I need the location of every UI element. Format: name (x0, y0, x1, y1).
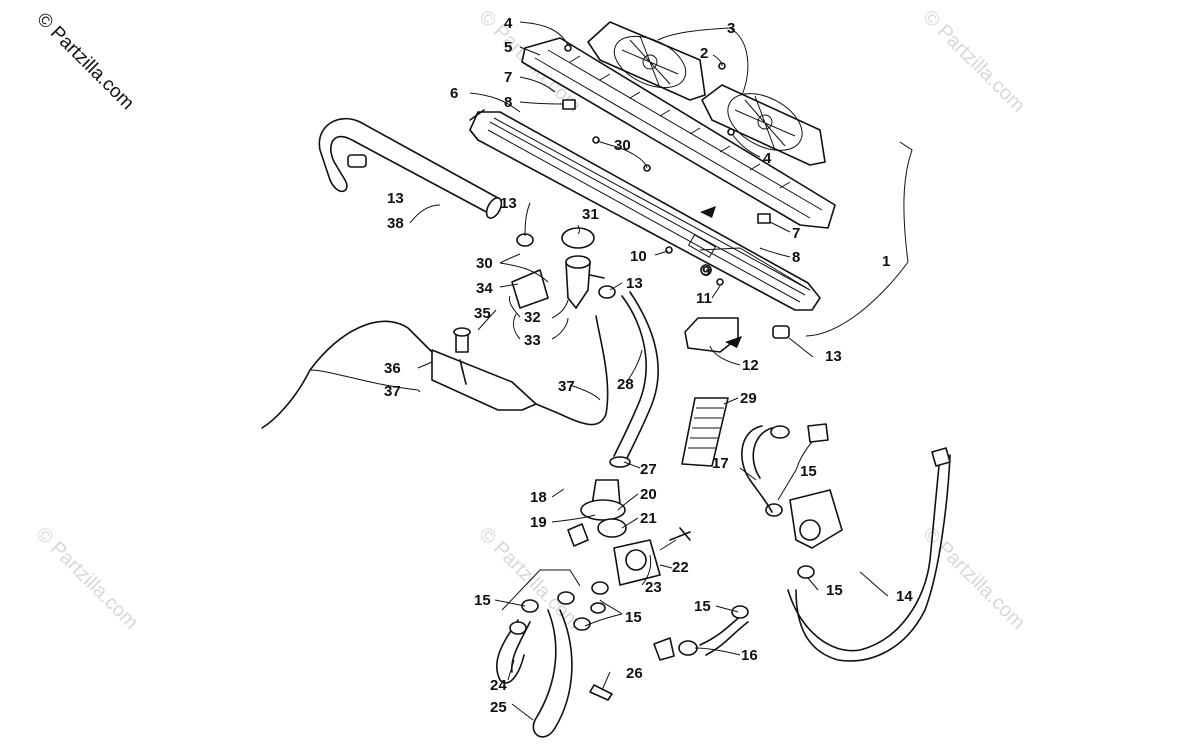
callout-7-right: 7 (792, 225, 800, 242)
overflow-tank (431, 327, 537, 411)
callout-21: 21 (640, 510, 657, 527)
callout-8-top: 8 (504, 94, 512, 111)
callout-15-a: 15 (800, 463, 817, 480)
coolant-hose-25 (532, 609, 573, 738)
clamp-c (609, 456, 631, 468)
watermark-bottom-center: © Partzilla.com (474, 523, 585, 634)
callout-28: 28 (617, 376, 634, 393)
callout-14: 14 (896, 588, 913, 605)
callout-34: 34 (476, 280, 493, 297)
mount-bracket (511, 269, 549, 309)
callout-13-a: 13 (387, 190, 404, 207)
callout-13-b: 13 (500, 195, 517, 212)
callout-15-c: 15 (694, 598, 711, 615)
callout-35: 35 (474, 305, 491, 322)
callout-10: 10 (630, 248, 647, 265)
radiator (469, 109, 821, 311)
callout-17: 17 (712, 455, 729, 472)
clamp-b (598, 285, 616, 299)
overflow-tube-b (535, 315, 609, 426)
callout-30-left: 30 (476, 255, 493, 272)
fan-shroud (521, 37, 836, 229)
brand-watermark: © Partzilla.com (32, 9, 137, 114)
corrugated-hose (681, 397, 729, 467)
callout-29: 29 (740, 390, 757, 407)
watermark-bottom-left: © Partzilla.com (31, 523, 142, 634)
callout-16: 16 (741, 647, 758, 664)
callout-11: 11 (696, 290, 712, 307)
callout-33: 33 (524, 332, 541, 349)
callout-19: 19 (530, 514, 547, 531)
callout-4-right: 4 (763, 150, 772, 167)
callout-37-right: 37 (558, 378, 575, 395)
watermark-top-right: © Partzilla.com (918, 6, 1029, 117)
upper-bypass-hose (318, 117, 499, 216)
leader-lines (309, 21, 913, 721)
pump-inlet-hose (741, 425, 773, 513)
thermostat-housing (567, 479, 691, 586)
callout-25: 25 (490, 699, 507, 716)
callout-15-d: 15 (474, 592, 491, 609)
callout-13-c: 13 (626, 275, 643, 292)
callout-31: 31 (582, 206, 599, 223)
callout-22: 22 (672, 559, 689, 576)
callout-32: 32 (524, 309, 541, 326)
cooling-fan-upper (587, 21, 706, 101)
callout-13-d: 13 (825, 348, 842, 365)
filler-neck (561, 227, 605, 309)
callout-15-b: 15 (826, 582, 843, 599)
callout-26: 26 (626, 665, 643, 682)
callout-7-top: 7 (504, 69, 512, 86)
callout-9: 9 (702, 263, 710, 280)
callout-8-right: 8 (792, 249, 800, 266)
overflow-tube-a (261, 320, 433, 429)
callout-24: 24 (490, 677, 507, 694)
callout-36: 36 (384, 360, 401, 377)
callout-labels: 1 2 3 4 4 5 6 7 7 8 8 9 10 11 12 13 13 1… (384, 15, 913, 716)
arrow-marker-upper (700, 206, 716, 218)
callout-27: 27 (640, 461, 657, 478)
water-pump (765, 489, 843, 579)
radiator-return-hose (787, 454, 951, 662)
callout-3: 3 (727, 20, 735, 37)
callout-23: 23 (645, 579, 662, 596)
callout-12: 12 (742, 357, 759, 374)
fasteners (347, 44, 790, 339)
callout-5: 5 (504, 39, 512, 56)
radiator-outlet-hose (613, 291, 659, 461)
hose-sleeve (589, 684, 613, 701)
part-drawings (261, 21, 951, 738)
callout-20: 20 (640, 486, 657, 503)
bracket (684, 317, 739, 353)
callout-30-top: 30 (614, 137, 631, 154)
callout-1: 1 (882, 253, 890, 270)
arrow-marker-lower (725, 336, 742, 348)
callout-38: 38 (387, 215, 404, 232)
callout-6: 6 (450, 85, 458, 102)
callout-15-e: 15 (625, 609, 642, 626)
watermark-bottom-right: © Partzilla.com (918, 523, 1029, 634)
callout-18: 18 (530, 489, 547, 506)
callout-37-left: 37 (384, 383, 401, 400)
cooling-fan-lower (701, 84, 826, 166)
callout-4-top: 4 (504, 15, 513, 32)
callout-2: 2 (700, 45, 708, 62)
